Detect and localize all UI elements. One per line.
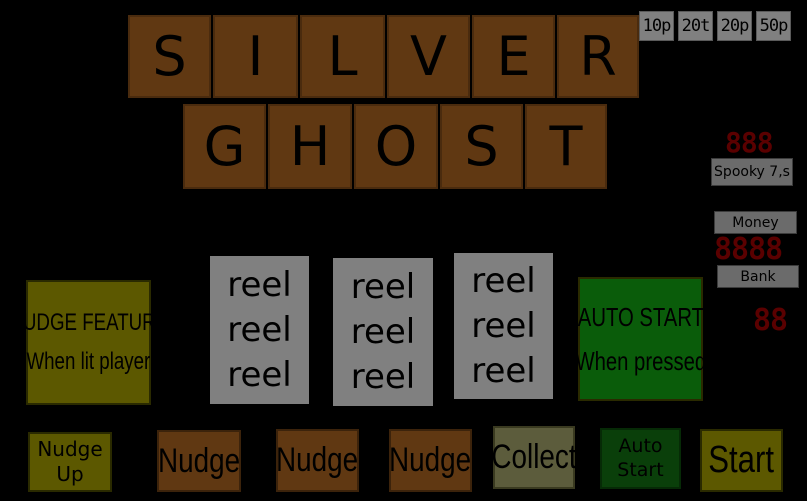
nudge-feature-text: When lit player: [26, 347, 151, 375]
spooky-led-display: 888: [725, 126, 774, 159]
title-letter-i: I: [213, 15, 298, 98]
title-letter-t: T: [525, 104, 607, 189]
title-letter-e: E: [472, 15, 555, 98]
auto-start-title: AUTO START: [577, 301, 704, 332]
title-letter-g: G: [183, 104, 266, 189]
coin-20p-button[interactable]: 20p: [717, 11, 752, 41]
reel-1-symbol-top: reel: [227, 264, 292, 305]
nudge-up-button[interactable]: Nudge Up: [28, 432, 112, 492]
title-letter-s2: S: [440, 104, 523, 189]
nudge-button-1-label: Nudge: [157, 441, 241, 480]
title-letter-h: H: [268, 104, 352, 189]
nudge-button-3-label: Nudge: [389, 441, 472, 479]
auto-start-panel: AUTO START When pressed: [575, 277, 706, 401]
title-letter-v: V: [387, 15, 470, 98]
reel-1-symbol-middle: reel: [227, 309, 292, 350]
reel-1-symbol-bottom: reel: [227, 355, 292, 396]
reel-3: reel reel reel: [454, 253, 553, 399]
nudge-feature-title: NUDGE FEATURE: [9, 309, 168, 337]
reel-3-symbol-bottom: reel: [471, 350, 536, 391]
money-label: Money: [714, 211, 797, 234]
collect-button[interactable]: Collect: [491, 426, 577, 489]
reel-2: reel reel reel: [333, 258, 433, 406]
nudge-button-1[interactable]: Nudge: [157, 430, 241, 492]
reel-3-symbol-middle: reel: [471, 305, 536, 346]
coin-50p-button[interactable]: 50p: [756, 11, 791, 41]
bank-label: Bank: [717, 265, 799, 288]
nudge-feature-panel: NUDGE FEATURE When lit player: [9, 280, 168, 405]
nudge-button-2-label: Nudge: [276, 441, 359, 479]
reel-2-symbol-top: reel: [350, 266, 416, 307]
nudge-button-3[interactable]: Nudge: [389, 429, 472, 492]
nudge-up-label: Nudge Up: [37, 437, 103, 486]
auto-start-label: Auto Start: [617, 434, 664, 481]
collect-label: Collect: [491, 438, 577, 476]
money-led-display: 8888: [714, 232, 783, 267]
reel-2-symbol-middle: reel: [350, 311, 416, 352]
start-button[interactable]: Start: [700, 429, 783, 492]
auto-start-button[interactable]: Auto Start: [600, 428, 681, 489]
reel-3-symbol-top: reel: [471, 261, 536, 302]
title-letter-l: L: [300, 15, 385, 98]
coin-20t-button[interactable]: 20t: [678, 11, 713, 41]
title-letter-s: S: [128, 15, 211, 98]
nudge-button-2[interactable]: Nudge: [276, 429, 359, 492]
start-label: Start: [708, 439, 775, 481]
title-letter-r: R: [557, 15, 639, 98]
spooky-label: Spooky 7,s: [711, 158, 793, 186]
reel-1: reel reel reel: [210, 256, 309, 404]
auto-start-text: When pressed: [575, 346, 706, 376]
bank-led-display: 88: [753, 303, 788, 338]
reel-2-symbol-bottom: reel: [350, 357, 416, 398]
title-letter-o: O: [354, 104, 438, 189]
coin-10p-button[interactable]: 10p: [639, 11, 674, 41]
